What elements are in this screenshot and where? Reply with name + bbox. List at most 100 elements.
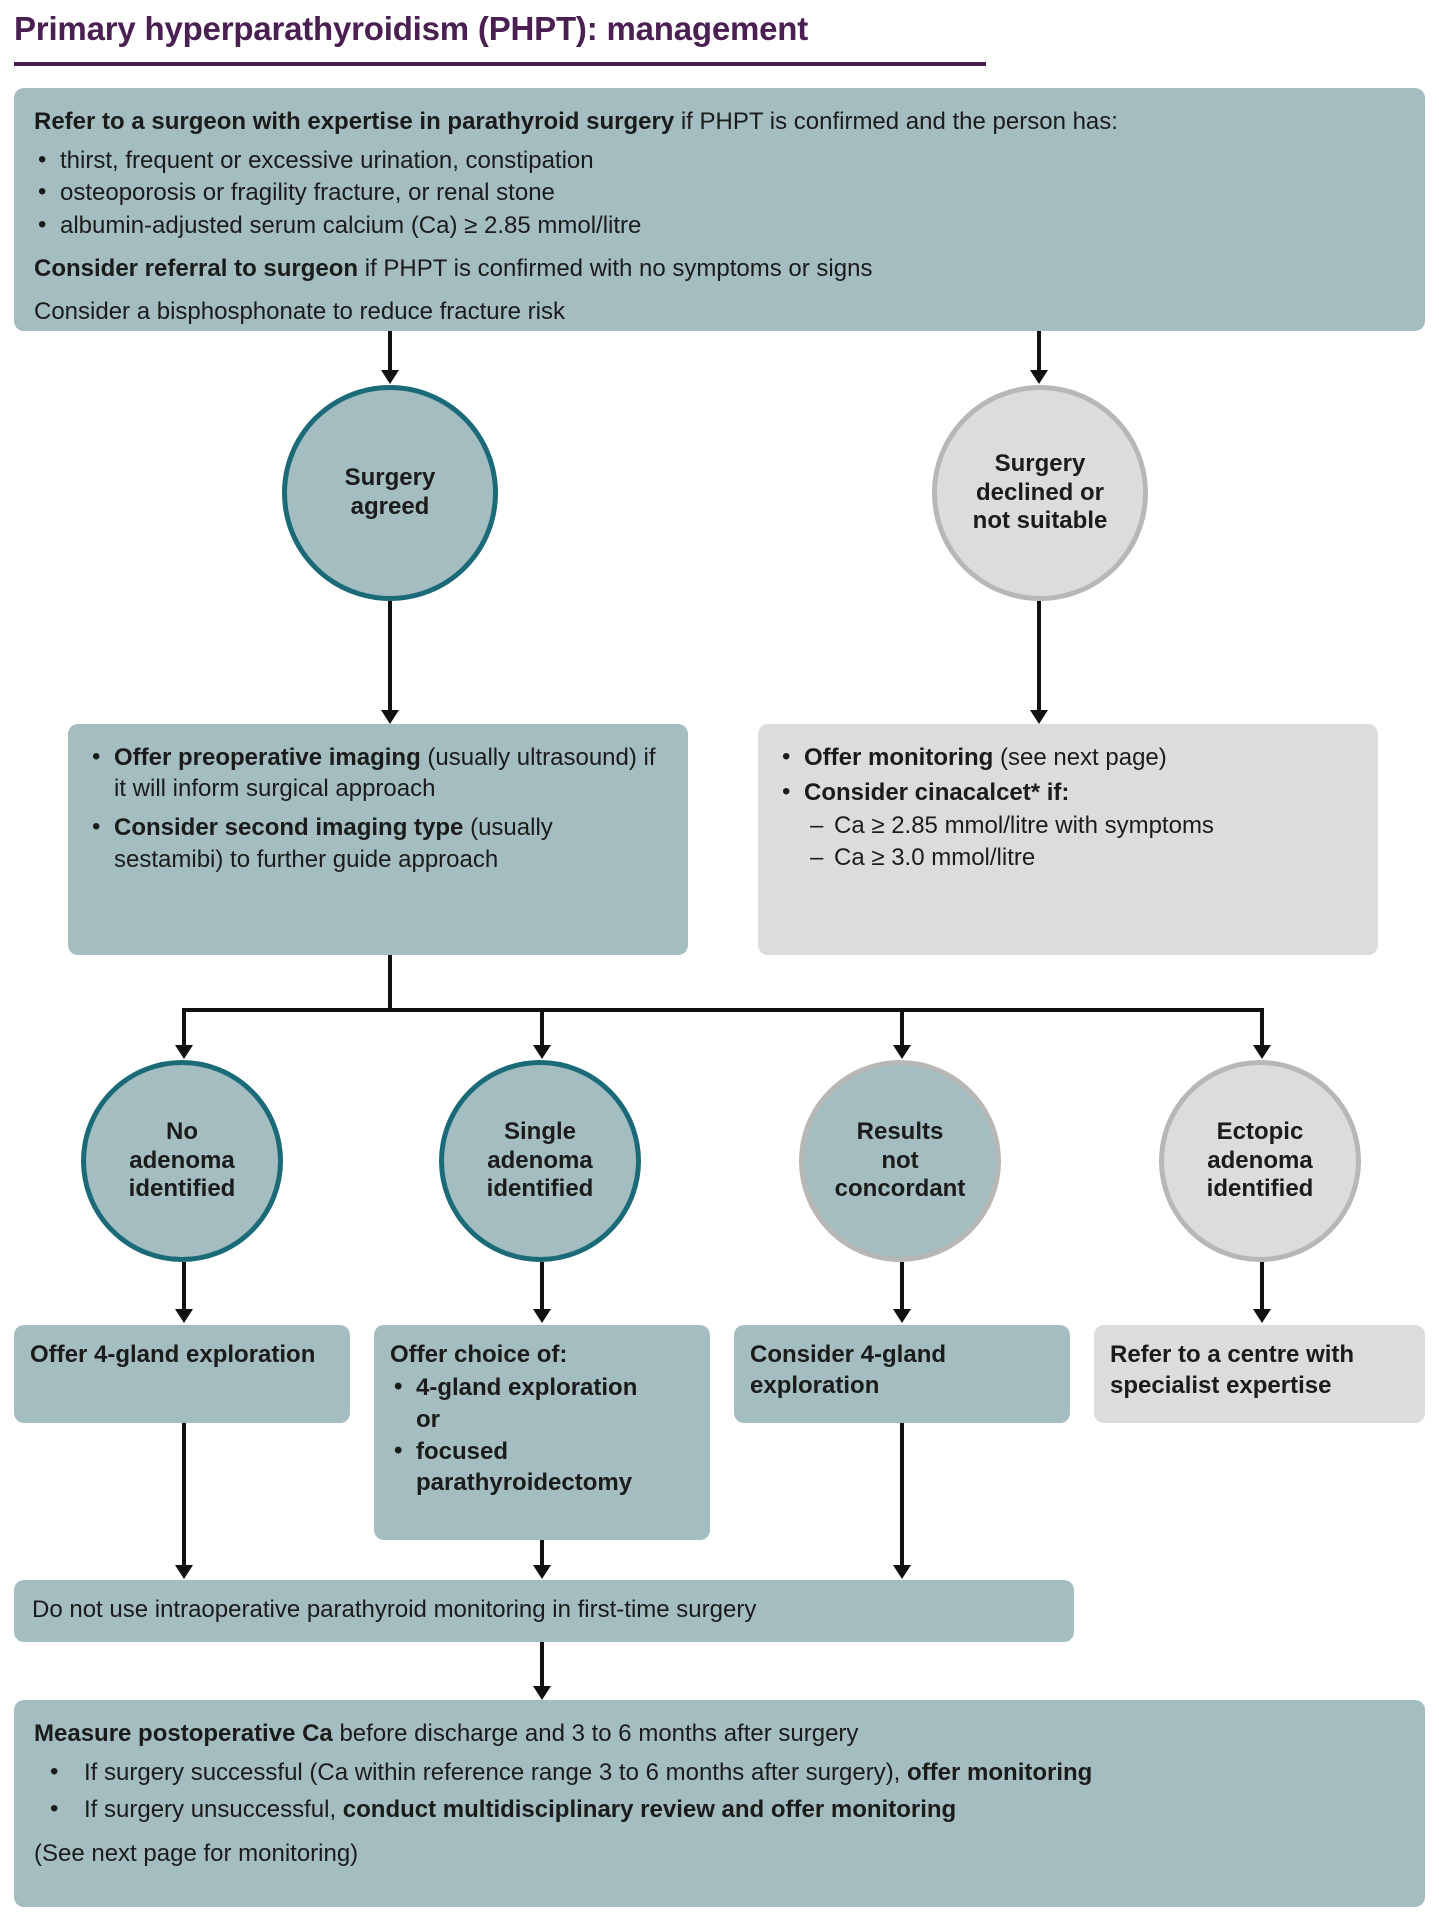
arrowhead: [175, 1565, 193, 1579]
monitoring-bullet-list: Offer monitoring (see next page) Conside…: [778, 741, 1358, 808]
connector-circle2-to-action2: [540, 1262, 544, 1314]
arrowhead: [1030, 370, 1048, 384]
connector-circle4-to-action4: [1260, 1262, 1264, 1314]
action-box-2-bullet-list: 4-gland exploration: [390, 1371, 694, 1403]
postop-footer: (See next page for monitoring): [34, 1839, 359, 1867]
imaging-bullet-2-rest: (usually sestamibi) to further guide app…: [114, 814, 553, 873]
action-box-1-text: Offer 4-gland exploration: [30, 1341, 316, 1368]
arrowhead: [1253, 1045, 1271, 1059]
postoperative-box: Measure postoperative Ca before discharg…: [14, 1700, 1425, 1907]
arrowhead: [533, 1565, 551, 1579]
action-box-offer-choice: Offer choice of: 4-gland exploration or …: [374, 1325, 710, 1540]
arrowhead: [381, 710, 399, 724]
connector-branch-1: [182, 1008, 186, 1050]
list-item: Ca ≥ 2.85 mmol/litre with symptoms: [808, 810, 1358, 841]
referral-heading-bold: Refer to a surgeon with expertise in par…: [34, 108, 675, 135]
connector-branch-3: [900, 1008, 904, 1050]
postop-bullet-1-rest1: If surgery successful (Ca within referen…: [84, 1759, 908, 1787]
action-box-consider-4-gland: Consider 4-gland exploration: [734, 1325, 1070, 1423]
monitoring-bullet-1-bold: Offer monitoring: [804, 744, 994, 771]
connector-referral-to-surgery-declined: [1037, 331, 1041, 375]
imaging-bullet-list: Offer preoperative imaging (usually ultr…: [88, 741, 668, 875]
imaging-bullet-1-bold: Offer preoperative imaging: [114, 744, 421, 771]
connector-agreed-to-imaging: [388, 601, 392, 715]
monitoring-bullet-2-bold: Consider cinacalcet* if:: [804, 779, 1070, 807]
list-item: If surgery unsuccessful, conduct multidi…: [46, 1793, 1405, 1825]
list-item: 4-gland exploration: [390, 1371, 694, 1403]
title-underline: [14, 62, 986, 66]
arrowhead: [893, 1565, 911, 1579]
connector-declined-to-monitoring: [1037, 601, 1041, 715]
list-item: focused parathyroidectomy: [390, 1435, 694, 1498]
arrowhead: [1030, 710, 1048, 724]
imaging-bullet-2-bold: Consider second imaging type: [114, 814, 464, 842]
list-item: If surgery successful (Ca within referen…: [46, 1756, 1405, 1788]
postop-heading: Measure postoperative Ca before discharg…: [34, 1718, 1405, 1749]
postop-bullet-2-bold: conduct multidisciplinary review and off…: [342, 1796, 957, 1824]
connector-branch-bus: [182, 1008, 1264, 1012]
postop-bullet-1-bold: offer monitoring: [907, 1759, 1093, 1787]
arrowhead: [533, 1686, 551, 1700]
list-item: Offer monitoring (see next page): [778, 741, 1358, 773]
arrowhead: [533, 1045, 551, 1059]
arrowhead: [381, 370, 399, 384]
intraoperative-monitoring-text: Do not use intraoperative parathyroid mo…: [32, 1596, 757, 1623]
monitoring-sub-bullet-list: Ca ≥ 2.85 mmol/litre with symptoms Ca ≥ …: [808, 810, 1358, 873]
referral-consider-bold: Consider referral to surgeon: [34, 254, 359, 282]
connector-imaging-stem: [388, 955, 392, 1010]
arrowhead: [1253, 1309, 1271, 1323]
page-title: Primary hyperparathyroidism (PHPT): mana…: [14, 10, 809, 47]
monitoring-box: Offer monitoring (see next page) Conside…: [758, 724, 1378, 955]
arrowhead: [893, 1309, 911, 1323]
list-item: osteoporosis or fragility fracture, or r…: [34, 176, 1405, 208]
monitoring-bullet-1-rest: (see next page): [993, 744, 1167, 771]
connector-branch-4: [1260, 1008, 1264, 1050]
connector-action3-to-note: [900, 1423, 904, 1569]
list-item: albumin-adjusted serum calcium (Ca) ≥ 2.…: [34, 209, 1405, 241]
arrowhead: [533, 1309, 551, 1323]
connector-circle1-to-action1: [182, 1262, 186, 1314]
referral-heading: Refer to a surgeon with expertise in par…: [34, 106, 1405, 137]
action-box-offer-4-gland: Offer 4-gland exploration: [14, 1325, 350, 1423]
referral-box: Refer to a surgeon with expertise in par…: [14, 88, 1425, 331]
action-box-refer-centre: Refer to a centre with specialist expert…: [1094, 1325, 1425, 1423]
postop-bullet-2-rest1: If surgery unsuccessful,: [84, 1796, 343, 1824]
intraoperative-monitoring-note: Do not use intraoperative parathyroid mo…: [14, 1580, 1074, 1642]
connector-referral-to-surgery-agreed: [388, 331, 392, 375]
referral-bisphosphonate-line: Consider a bisphosphonate to reduce frac…: [34, 297, 565, 325]
action-box-2-heading: Offer choice of:: [390, 1341, 568, 1368]
connector-action1-to-note: [182, 1423, 186, 1569]
imaging-bullet-1-rest: (usually ultrasound) if it will inform s…: [114, 744, 656, 803]
list-item: Consider second imaging type (usually se…: [88, 811, 668, 874]
referral-consider-rest: if PHPT is confirmed with no symptoms or…: [358, 254, 873, 282]
action-box-2-bullet-list-2: focused parathyroidectomy: [390, 1435, 694, 1498]
arrowhead: [175, 1309, 193, 1323]
connector-action2-to-note: [540, 1540, 544, 1569]
referral-heading-rest: if PHPT is confirmed and the person has:: [674, 108, 1118, 135]
referral-bullet-list: thirst, frequent or excessive urination,…: [34, 144, 1405, 241]
referral-consider-line: Consider referral to surgeon if PHPT is …: [34, 253, 1405, 284]
arrowhead: [175, 1045, 193, 1059]
action-box-3-text: Consider 4-gland exploration: [750, 1341, 947, 1400]
postop-bullet-list: If surgery successful (Ca within referen…: [46, 1756, 1405, 1825]
list-item: thirst, frequent or excessive urination,…: [34, 144, 1405, 176]
postop-heading-bold: Measure postoperative Ca: [34, 1720, 333, 1747]
action-box-2-between: or: [416, 1406, 440, 1434]
arrowhead: [893, 1045, 911, 1059]
connector-branch-2: [540, 1008, 544, 1050]
action-box-4-text: Refer to a centre with specialist expert…: [1110, 1341, 1355, 1400]
list-item: Consider cinacalcet* if:: [778, 776, 1358, 808]
